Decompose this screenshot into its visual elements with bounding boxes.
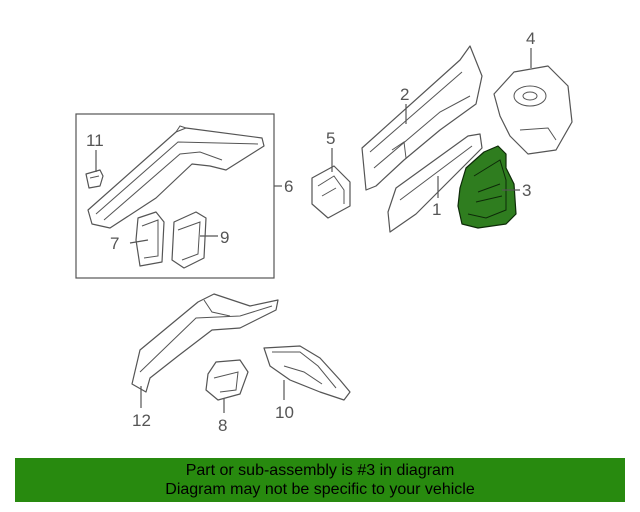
part-9-bracket[interactable] [171, 211, 207, 269]
leader-lines [95, 48, 532, 413]
part-6-rail[interactable] [87, 125, 265, 229]
callout-12: 12 [132, 411, 151, 430]
banner-line-1: Part or sub-assembly is #3 in diagram [185, 462, 455, 479]
part-12-rail[interactable] [131, 293, 279, 393]
callout-5: 5 [326, 129, 335, 148]
callout-3: 3 [522, 181, 531, 200]
callout-11: 11 [86, 131, 104, 150]
subassembly-box [75, 113, 275, 279]
banner-line-2: Diagram may not be specific to your vehi… [165, 481, 475, 498]
callout-1: 1 [432, 200, 441, 219]
part-5-bracket[interactable] [311, 165, 351, 219]
part-3-highlighted[interactable] [457, 145, 517, 229]
info-banner: Part or sub-assembly is #3 in diagram Di… [15, 458, 625, 502]
part-2-rail[interactable] [361, 45, 483, 191]
callout-2: 2 [400, 85, 409, 104]
callout-10: 10 [275, 403, 294, 422]
callout-7: 7 [110, 234, 119, 253]
callout-9: 9 [220, 228, 229, 247]
part-10-floor[interactable] [263, 345, 351, 401]
callout-6: 6 [284, 177, 293, 196]
callout-8: 8 [218, 416, 227, 435]
part-4-shock-tower[interactable] [493, 65, 573, 155]
part-7-bracket[interactable] [135, 211, 165, 267]
part-1-rail[interactable] [387, 133, 483, 233]
part-11-clip[interactable] [85, 169, 104, 189]
callout-4: 4 [526, 29, 535, 48]
part-8-bracket[interactable] [205, 359, 249, 401]
